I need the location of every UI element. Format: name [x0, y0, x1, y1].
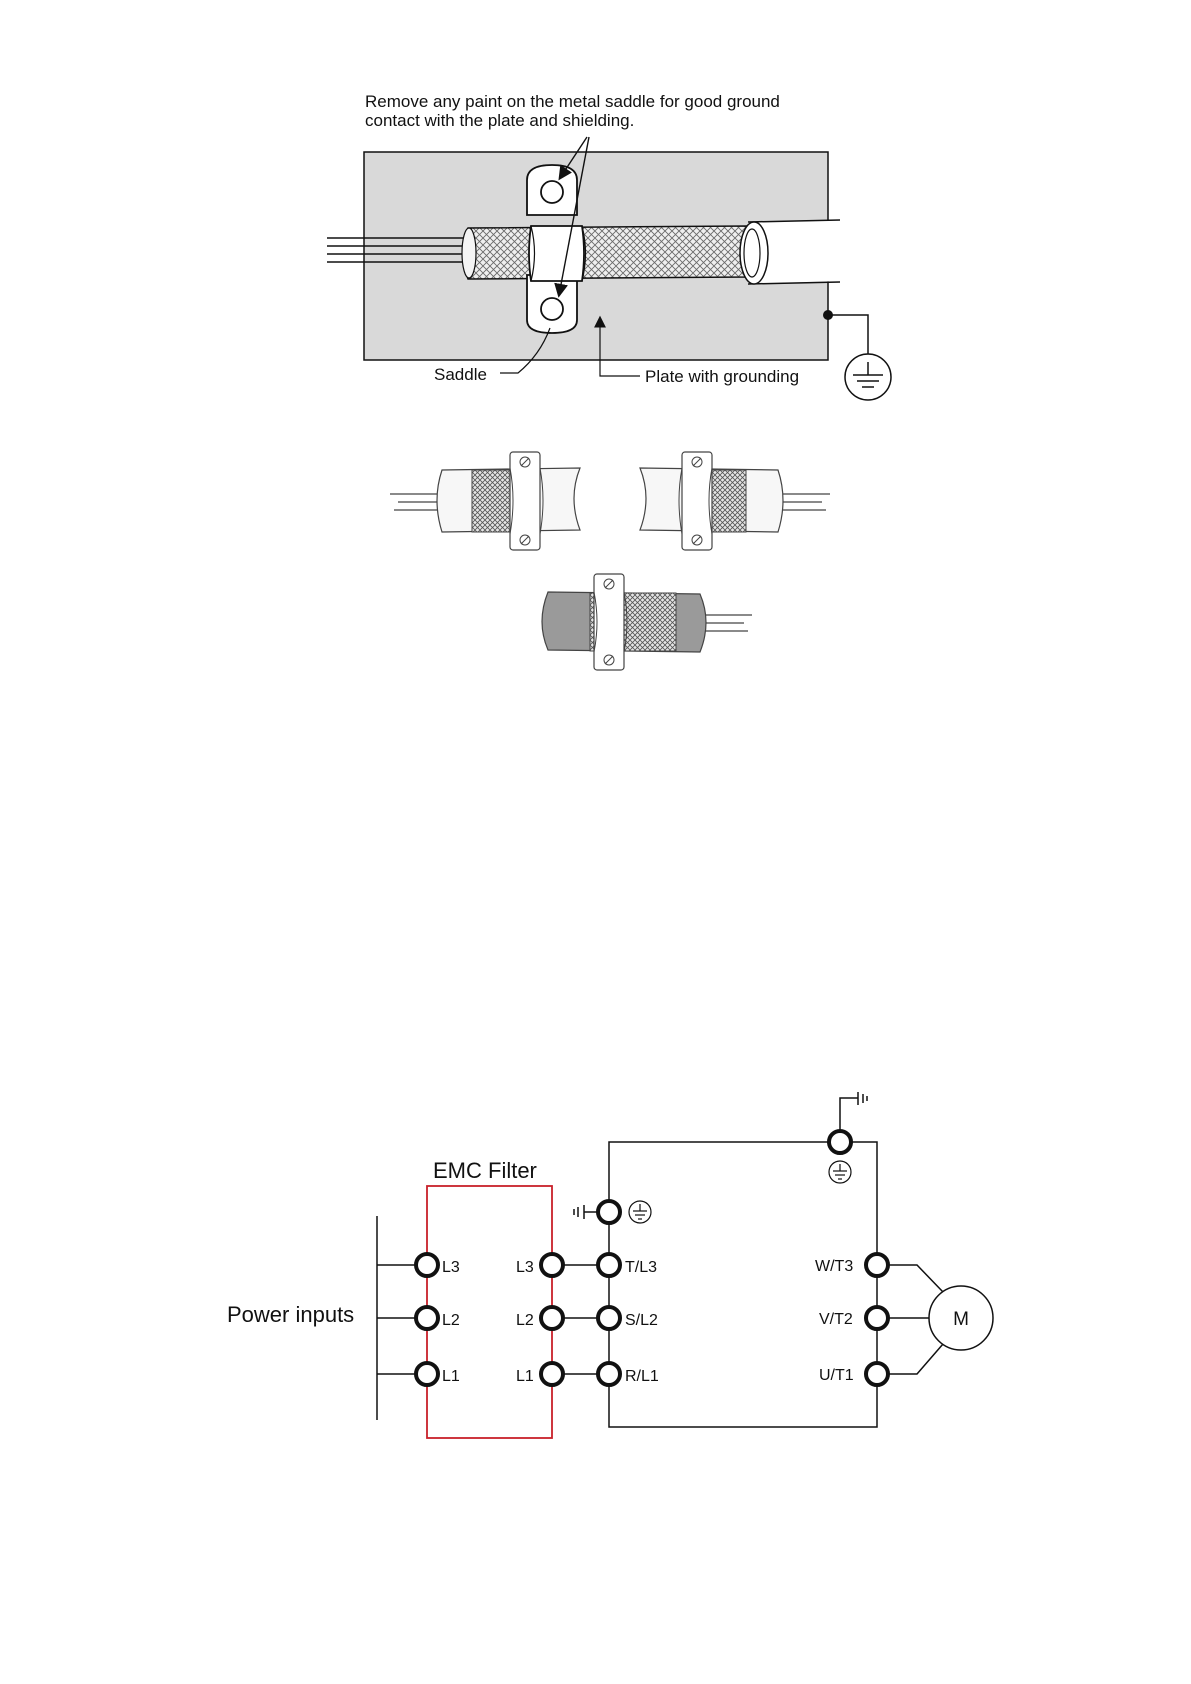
filter-in-label-l3: L3 [442, 1259, 460, 1276]
phase-row-1: L1 L1 R/L1 [377, 1363, 659, 1385]
shield-end [462, 228, 476, 278]
drive-in-terminal-s-l2 [598, 1307, 620, 1329]
drive-out-label-w-t3: W/T3 [815, 1258, 853, 1275]
drive-in-label-t-l3: T/L3 [625, 1259, 657, 1276]
saddle-hole-bottom [541, 298, 563, 320]
drive-in-terminal-t-l3 [598, 1254, 620, 1276]
plate-ground-connection [823, 310, 891, 400]
drive-top-ground [829, 1092, 867, 1183]
braided-shield [463, 226, 753, 279]
clamp-example-left [390, 452, 580, 550]
phase-row-3: L3 L3 T/L3 [377, 1254, 657, 1276]
filter-in-terminal-l3 [416, 1254, 438, 1276]
plate-label: Plate with grounding [645, 367, 799, 386]
filter-in-label-l2: L2 [442, 1312, 460, 1329]
filter-out-label-l3: L3 [516, 1259, 534, 1276]
clamp-example-right [640, 452, 830, 550]
drive-in-label-s-l2: S/L2 [625, 1312, 658, 1329]
emc-wiring-diagram: EMC Filter Power inputs L3 L3 T/L3 L2 L2… [227, 1092, 993, 1438]
drive-out-terminal-v-t2 [866, 1307, 888, 1329]
paint-note-line-1: Remove any paint on the metal saddle for… [365, 92, 780, 111]
filter-in-label-l1: L1 [442, 1368, 460, 1385]
filter-out-terminal-l2 [541, 1307, 563, 1329]
drive-out-terminal-w-t3 [866, 1254, 888, 1276]
phase-row-2: L2 L2 S/L2 [377, 1307, 658, 1329]
filter-out-label-l1: L1 [516, 1368, 534, 1385]
clamp-examples-figure [390, 452, 830, 670]
saddle-label: Saddle [434, 365, 487, 384]
filter-in-terminal-l1 [416, 1363, 438, 1385]
metal-saddle [527, 165, 586, 333]
emc-filter-title: EMC Filter [433, 1158, 537, 1183]
cable-jacket [740, 220, 840, 284]
filter-out-terminal-l1 [541, 1363, 563, 1385]
shield-clamp-figure: Remove any paint on the metal saddle for… [327, 92, 891, 400]
clamp-example-bottom [542, 574, 752, 670]
drive-out-terminal-u-t1 [866, 1363, 888, 1385]
filter-out-label-l2: L2 [516, 1312, 534, 1329]
earth-ground-icon [845, 354, 891, 400]
drive-out-label-v-t2: V/T2 [819, 1311, 853, 1328]
drive-in-terminal-r-l1 [598, 1363, 620, 1385]
saddle-hole-top [541, 181, 563, 203]
motor-label: M [953, 1309, 969, 1330]
drive-in-label-r-l1: R/L1 [625, 1368, 659, 1385]
drive-out-label-u-t1: U/T1 [819, 1367, 854, 1384]
power-inputs-label: Power inputs [227, 1302, 354, 1327]
left-ground-terminal [598, 1201, 620, 1223]
drive-outputs: W/T3 V/T2 U/T1 M [815, 1254, 993, 1385]
top-ground-terminal [829, 1131, 851, 1153]
drive-left-ground [574, 1201, 651, 1223]
saddle-band [529, 226, 584, 281]
filter-out-terminal-l3 [541, 1254, 563, 1276]
filter-in-terminal-l2 [416, 1307, 438, 1329]
paint-note-line-2: contact with the plate and shielding. [365, 111, 634, 130]
